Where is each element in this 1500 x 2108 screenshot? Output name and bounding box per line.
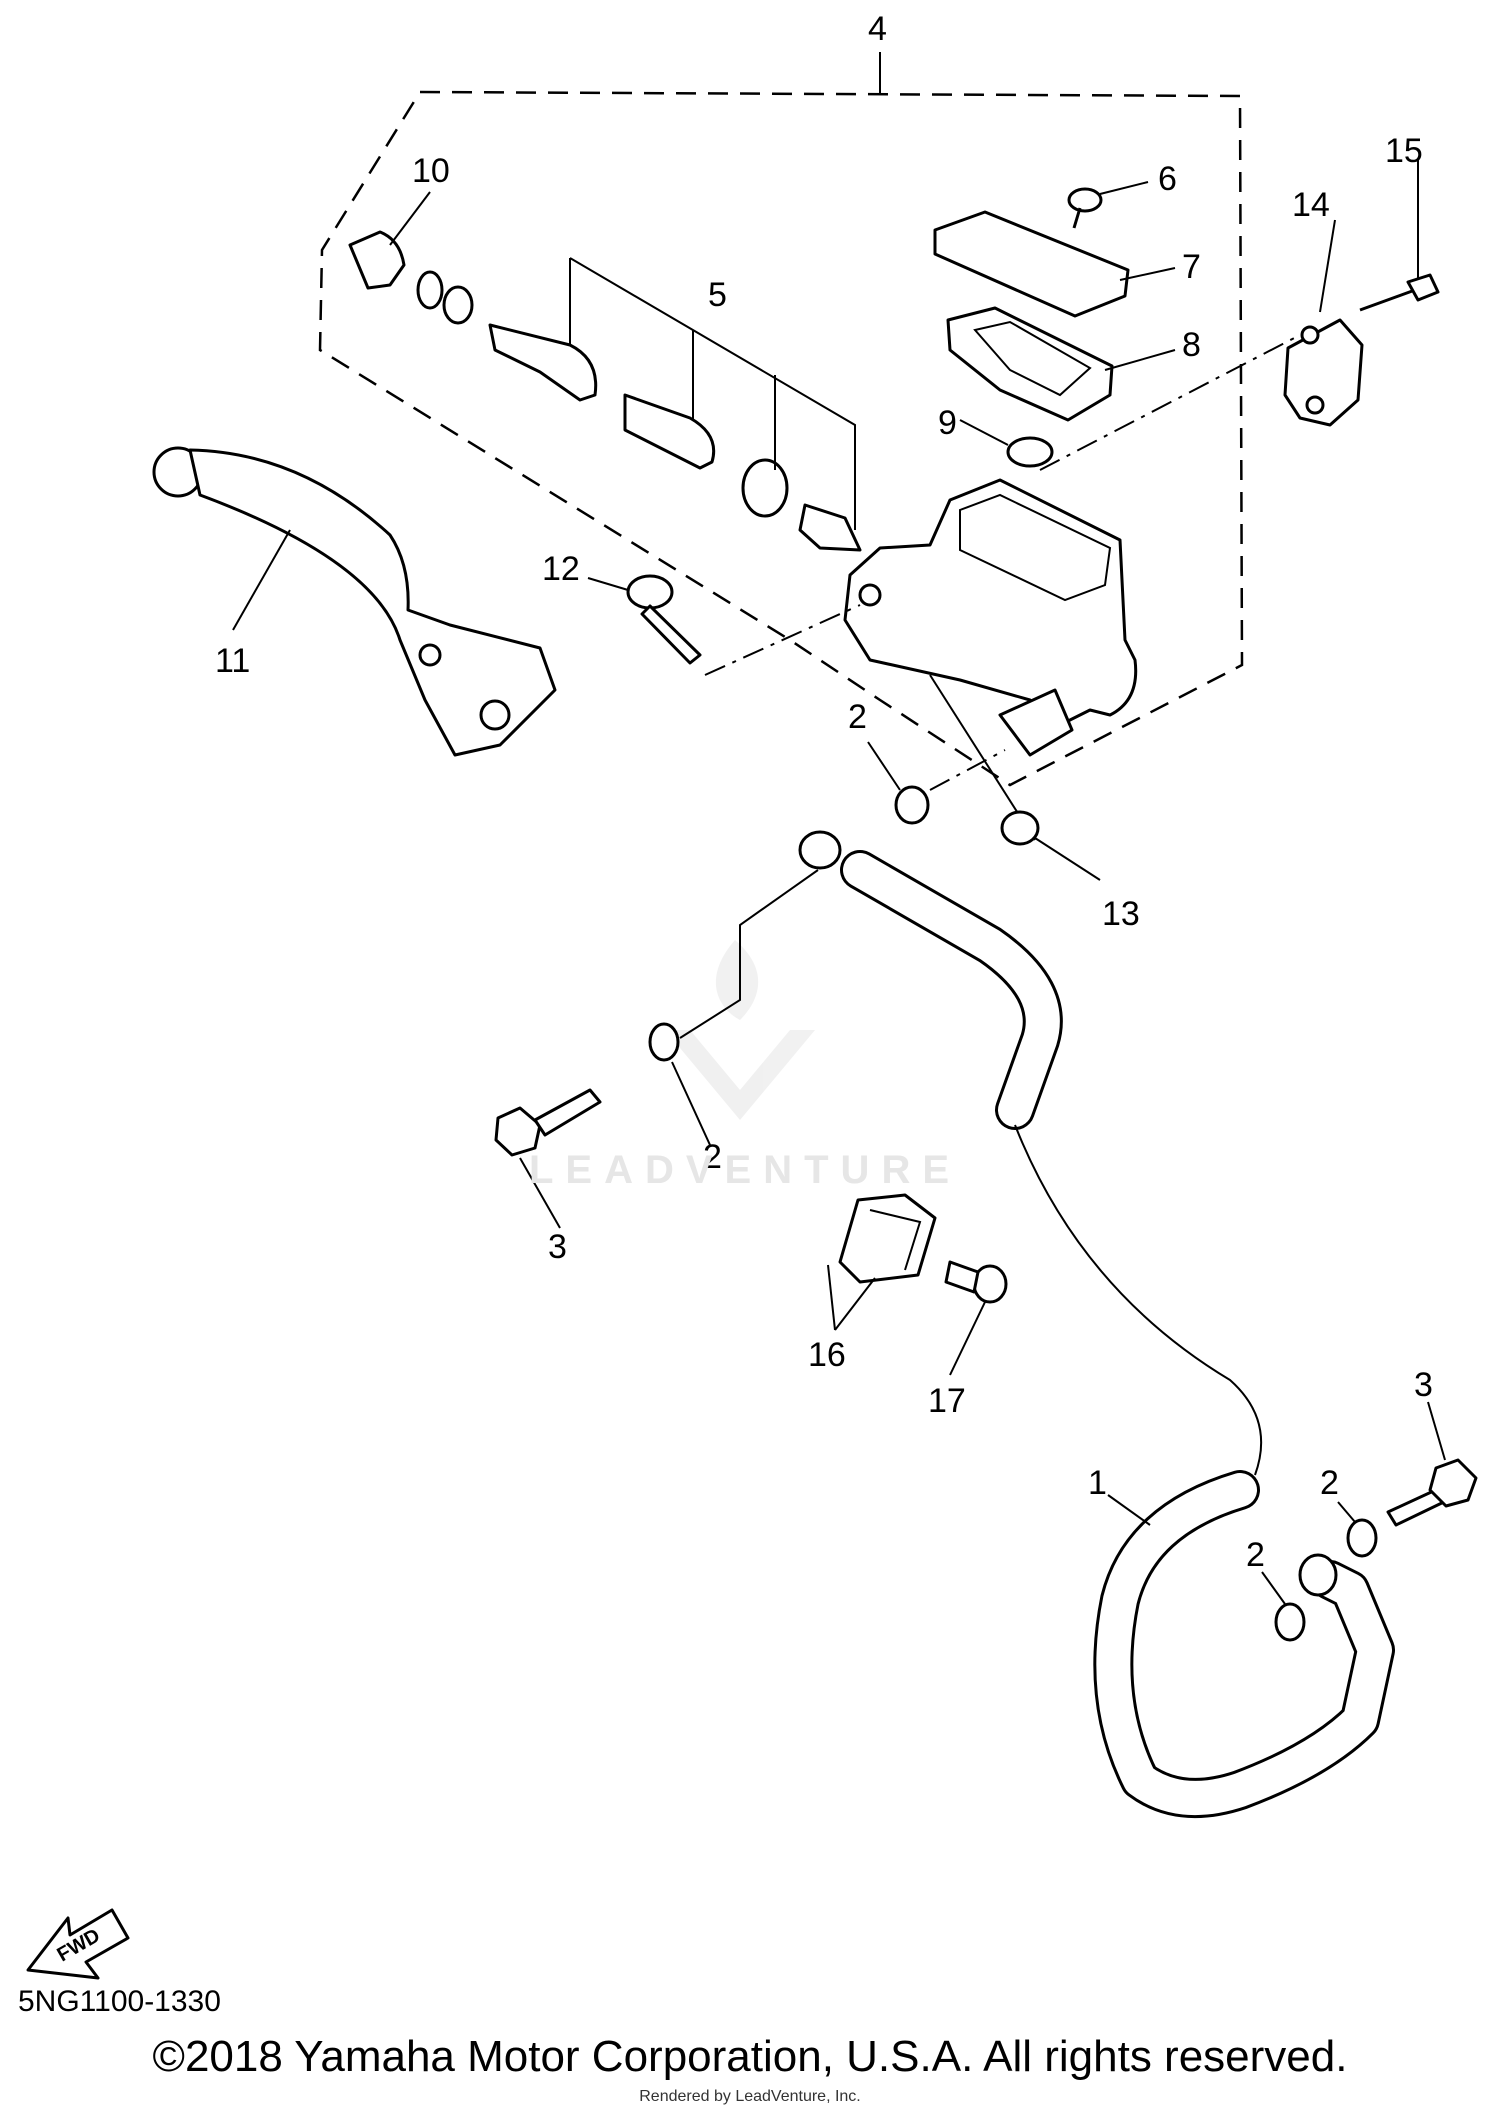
callout-16: 16 [808,1336,846,1374]
part-3-bolt-mid [494,1088,602,1229]
copyright-notice: ©2018 Yamaha Motor Corporation, U.S.A. A… [152,2032,1348,2081]
callout-2-upper: 2 [848,698,867,736]
part-3-bolt-right [1386,1401,1478,1527]
rendered-by-credit: Rendered by LeadVenture, Inc. [639,2088,861,2105]
assembly-boundary [318,90,1244,787]
part-9-grommet [959,419,1054,468]
callout-10: 10 [412,152,450,190]
callout-1: 1 [1088,1464,1107,1502]
callout-5: 5 [708,276,727,314]
callout-12: 12 [542,550,580,588]
part-12-pivot-bolt [587,574,861,676]
callout-7: 7 [1182,248,1201,286]
callout-2-lower-b: 2 [1320,1464,1339,1502]
part-2-washer-lower-a [1261,1571,1306,1642]
part-2-washer-upper [867,741,1006,825]
callout-17: 17 [928,1382,966,1420]
part-2-washer-mid [648,869,819,1146]
callout-6: 6 [1158,160,1177,198]
part-11-lever [152,446,557,757]
catalog-code: 5NG1100-1330 [18,1985,221,2018]
part-14-holder [1283,219,1364,427]
part-15-bolt [1359,160,1440,312]
part-5-piston-kit [488,257,862,552]
callout-13: 13 [1102,895,1140,933]
part-13-cap [1000,810,1101,881]
part-8-diaphragm [946,306,1176,422]
callout-15: 15 [1385,132,1423,170]
part-2-washer-lower-b [1337,1501,1378,1558]
part-6-screw [1067,181,1149,229]
part-16-clamp [827,1193,937,1331]
part-7-cap [933,210,1176,318]
callout-3-mid: 3 [548,1228,567,1266]
fwd-arrow-icon: FWD [26,1908,130,1980]
part-17-screw [944,1260,1008,1376]
callout-4: 4 [868,10,887,48]
callout-9: 9 [938,404,957,442]
callout-2-mid: 2 [703,1138,722,1176]
part-1-hose [798,830,1395,1818]
callout-11: 11 [215,642,250,680]
part-10-boot [348,191,474,325]
watermark-text: LEADVENTURE [528,1148,962,1192]
callout-3-right: 3 [1414,1366,1433,1404]
callout-14: 14 [1292,186,1330,224]
callout-2-lower-a: 2 [1246,1536,1265,1574]
master-cylinder-body [843,334,1301,841]
watermark-logo [665,940,815,1120]
callout-8: 8 [1182,326,1201,364]
